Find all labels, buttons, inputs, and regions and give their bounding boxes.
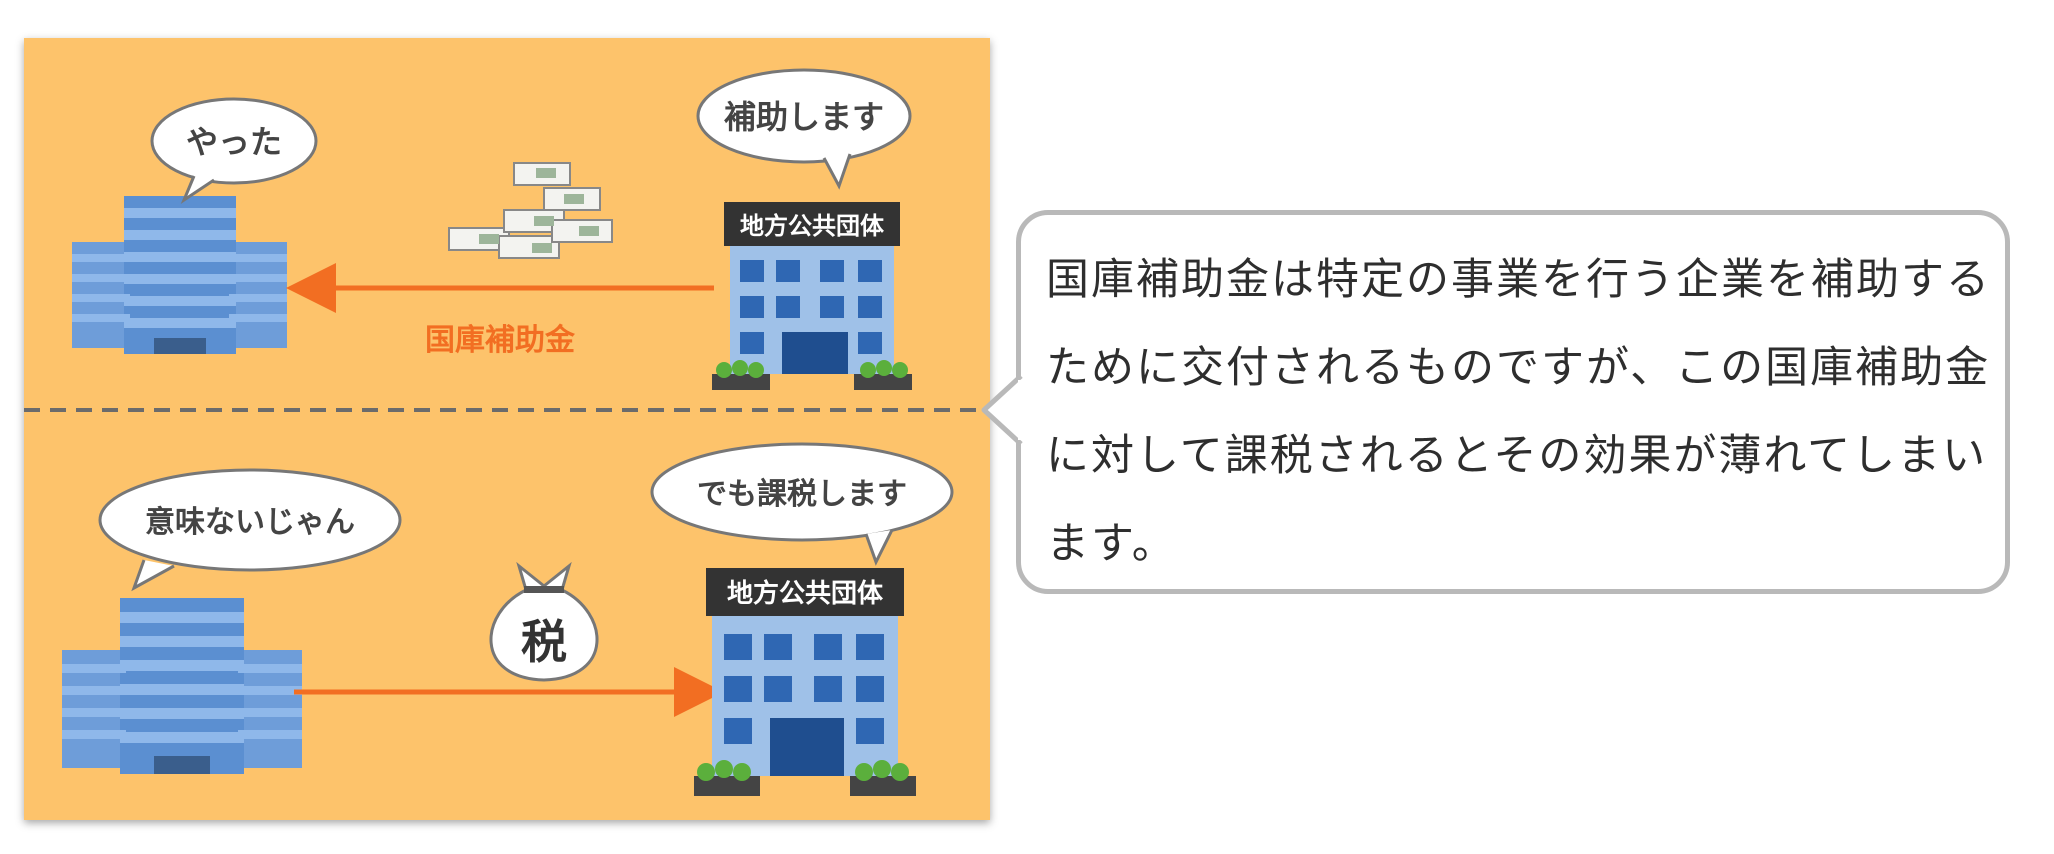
- tax-bag-icon: 税: [489, 561, 599, 682]
- illustration: やった 国庫補助金: [24, 68, 990, 796]
- government-speech-bubble-bottom: でも課税します: [650, 442, 954, 566]
- government-building-icon-top: 地方公共団体: [712, 202, 912, 390]
- company-building-icon-top: [72, 196, 287, 354]
- government-bubble-text-bottom: でも課税します: [697, 477, 907, 512]
- government-sign-top: 地方公共団体: [740, 212, 885, 240]
- money-stack-icon: [448, 162, 613, 259]
- illustration-panel: やった 国庫補助金: [24, 38, 990, 820]
- explanation-text: 国庫補助金は特定の事業を行う企業を補助するために交付されるものですが、この国庫補…: [1046, 255, 1991, 569]
- tax-bag-label: 税: [521, 615, 567, 669]
- government-building-icon-bottom: 地方公共団体: [694, 568, 916, 796]
- government-speech-bubble-top: 補助します: [696, 68, 912, 190]
- company-bubble-text-bottom: 意味ないじゃん: [145, 505, 355, 540]
- government-bubble-text-top: 補助します: [724, 98, 884, 136]
- subsidy-arrow-label: 国庫補助金: [425, 323, 576, 358]
- callout-pointer: [981, 374, 1024, 446]
- explanation-callout: [1016, 210, 2010, 594]
- company-speech-bubble-top: やった: [150, 97, 318, 204]
- government-sign-bottom: 地方公共団体: [727, 578, 884, 609]
- company-speech-bubble-bottom: 意味ないじゃん: [98, 468, 402, 592]
- company-bubble-text-top: やった: [186, 123, 282, 161]
- company-building-icon-bottom: [62, 598, 302, 774]
